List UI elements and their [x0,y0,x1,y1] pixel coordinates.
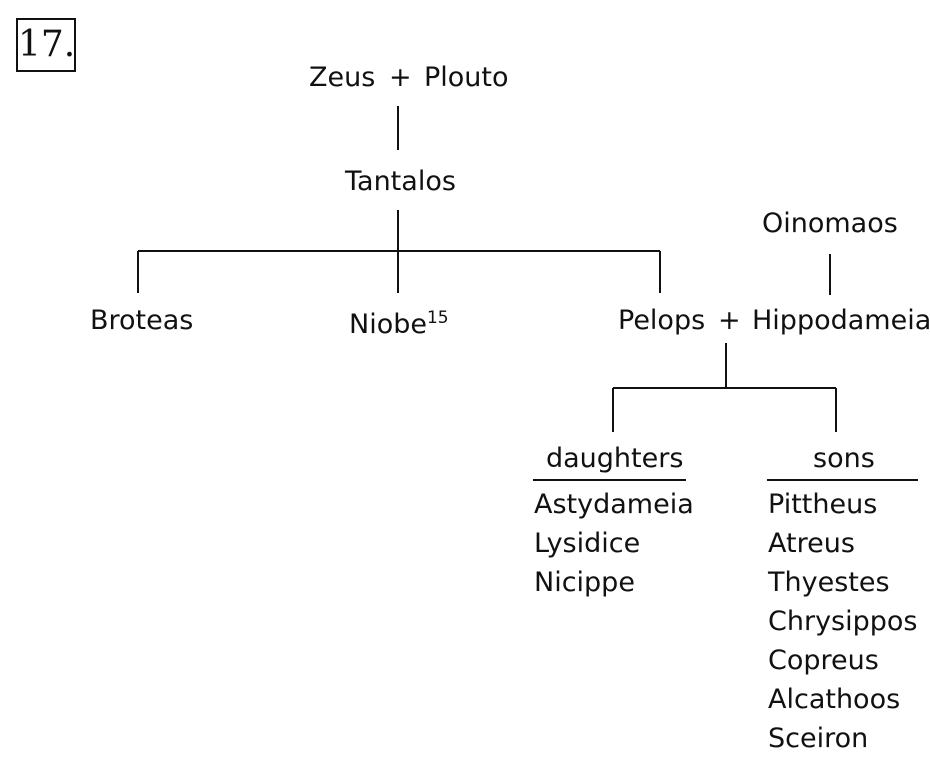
person-pelops: Pelops [618,305,706,336]
list-item: Chrysippos [768,606,918,637]
list-item: Thyestes [768,567,890,598]
union-plus-sign: + [389,62,412,93]
person-plouto: Plouto [424,62,509,93]
union-plus-sign: + [718,305,741,336]
daughters-heading: daughters [546,443,684,474]
person-oinomaos: Oinomaos [762,208,898,239]
list-item: Atreus [768,528,855,559]
list-item: Sceiron [768,723,869,754]
sons-heading: sons [813,443,875,474]
list-item: Lysidice [534,528,641,559]
list-item: Astydameia [534,489,694,520]
person-niobe-name: Niobe [349,309,427,340]
person-niobe: Niobe15 [349,308,449,340]
daughters-list: Astydameia Lysidice Nicippe [534,485,694,602]
sons-list: Pittheus Atreus Thyestes Chrysippos Copr… [768,485,917,758]
list-item: Alcathoos [768,684,901,715]
figure-number: 17. [16,18,76,72]
person-tantalos: Tantalos [345,166,456,197]
list-item: Nicippe [534,567,635,598]
person-hippodameia: Hippodameia [752,305,930,336]
niobe-footnote-marker: 15 [426,308,449,328]
person-zeus: Zeus [309,62,376,93]
list-item: Pittheus [768,489,878,520]
person-broteas: Broteas [90,305,194,336]
list-item: Copreus [768,645,879,676]
